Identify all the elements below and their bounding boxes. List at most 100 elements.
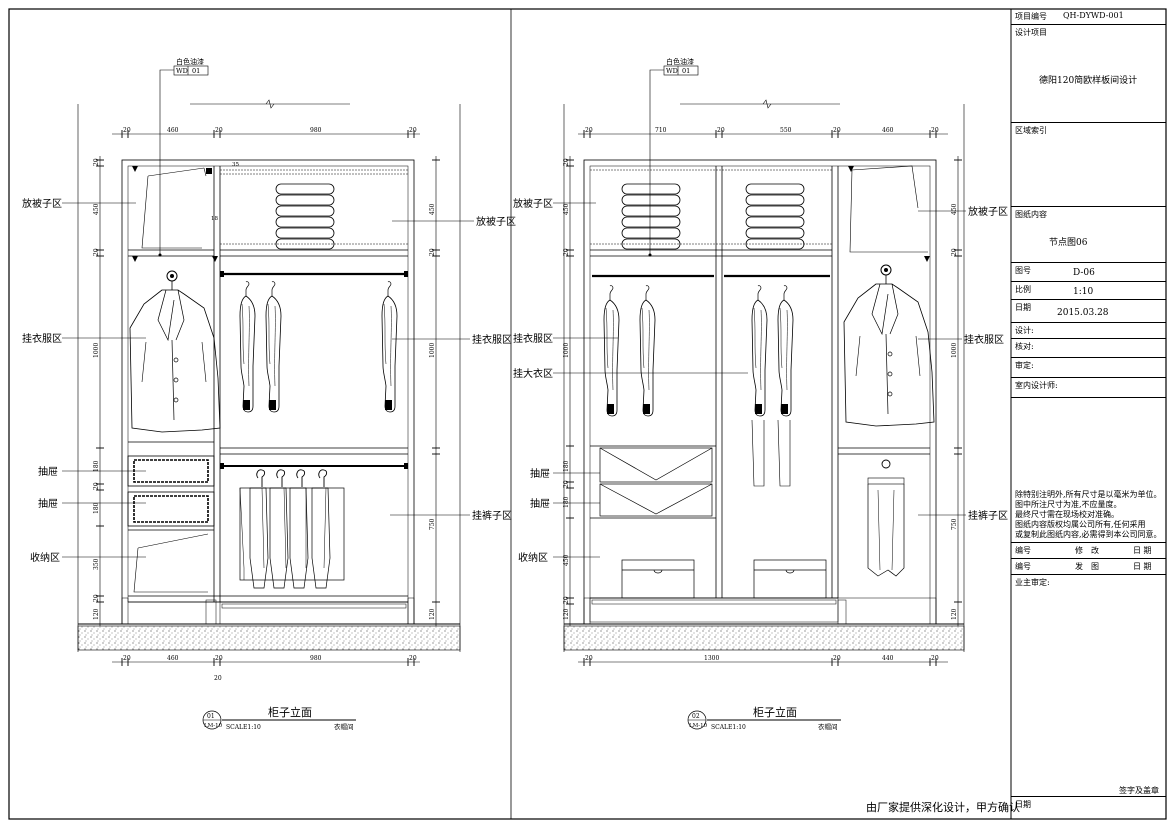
- dim-left: 20: [563, 480, 570, 488]
- zone-label: 挂衣服区: [472, 333, 512, 346]
- designer-label: 室内设计师:: [1015, 381, 1058, 390]
- design-project-row: 设计项目 德阳120简欧样板间设计: [1011, 25, 1166, 123]
- dim-top: 460: [882, 127, 894, 134]
- dim-right: 450: [429, 203, 436, 215]
- shirt-icon: [381, 281, 398, 413]
- material-no: 01: [682, 67, 690, 75]
- dim-left: 120: [563, 608, 570, 620]
- dim-right: 750: [951, 518, 958, 530]
- bottom-note: 由厂家提供深化设计，甲方确认: [866, 801, 1020, 814]
- dim-left: 350: [93, 558, 100, 570]
- date-label: 日期: [1015, 303, 1031, 312]
- dim-top: 980: [310, 127, 322, 134]
- dim-left: 20: [93, 594, 100, 602]
- zone-label: 挂大衣区: [513, 367, 553, 380]
- caption-ref: LM-10: [204, 723, 223, 729]
- sign-label: 签字及盖章: [1119, 786, 1159, 795]
- folded-bedding-stack: [275, 183, 335, 250]
- drawing-no-row: 图号 D-06: [1011, 263, 1166, 282]
- sign-date-label: 日期: [1015, 800, 1031, 809]
- caption-no: 02: [692, 713, 700, 720]
- drawing-content-row: 图纸内容 节点图06: [1011, 207, 1166, 263]
- material-no: 01: [192, 67, 200, 75]
- caption-room: 衣帽间: [334, 722, 354, 731]
- dim-bottom: 1300: [704, 655, 719, 662]
- material-code: WD: [176, 67, 188, 75]
- sheet-border: [8, 8, 1167, 820]
- rev-label: 修 改: [1075, 546, 1099, 555]
- designer-row: 室内设计师:: [1011, 378, 1166, 398]
- drawing-no-value: D-06: [1073, 268, 1095, 278]
- caption-title: 柜子立面: [753, 705, 797, 719]
- dim-left: 20: [563, 596, 570, 604]
- design-project-value: 德阳120简欧样板间设计: [1039, 76, 1138, 86]
- dim-right: 1000: [951, 343, 958, 358]
- zone-label: 挂衣服区: [22, 332, 62, 345]
- note-line: 图中所注尺寸为准,不应量度。: [1015, 500, 1122, 509]
- scale-value: 1:10: [1073, 287, 1094, 297]
- zone-label: 抽屉: [38, 465, 58, 478]
- folded-bedding-stack: [745, 183, 805, 250]
- caption-scale: SCALE1:10: [711, 724, 746, 731]
- sign-date-row: 日期: [1011, 797, 1166, 819]
- drawer-2: [127, 491, 215, 527]
- dim-bottom-extra: 20: [214, 675, 222, 682]
- floor: [77, 597, 461, 651]
- caption-no: 01: [207, 713, 215, 720]
- note-line: 图纸内容版权均属公司所有,任何采用: [1015, 520, 1146, 529]
- check-row: 核对:: [1011, 339, 1166, 358]
- dim-left: 20: [93, 158, 100, 166]
- drawer-envelope-1: [599, 447, 713, 483]
- dim-right: 120: [951, 608, 958, 620]
- owner-row: 业主审定: 签字及盖章: [1011, 575, 1166, 797]
- scale-row: 比例 1:10: [1011, 282, 1166, 300]
- dim-right: 20: [429, 248, 436, 256]
- dim-bottom: 20: [931, 655, 939, 662]
- title-block: 项目编号 QH-DYWD-001 设计项目 德阳120简欧样板间设计 区域索引 …: [1011, 9, 1166, 819]
- dim-left: 450: [93, 203, 100, 215]
- long-coat-icon: [751, 285, 794, 487]
- zone-label: 收纳区: [518, 551, 548, 564]
- dim-bottom: 980: [310, 655, 322, 662]
- zone-label: 抽屉: [530, 467, 550, 480]
- storage-box: [753, 559, 827, 599]
- general-notes: 除特别注明外,所有尺寸是以毫米为单位。 图中所注尺寸为准,不应量度。 最终尺寸需…: [1015, 490, 1162, 540]
- zone-label: 放被子区: [476, 215, 516, 228]
- note-line: 或复制此图纸内容,必需得到本公司同意。: [1015, 530, 1162, 539]
- approve-row: 审定:: [1011, 358, 1166, 378]
- dim-left: 180: [93, 502, 100, 514]
- dim-left: 180: [563, 460, 570, 472]
- project-no-label: 项目编号: [1015, 12, 1047, 21]
- date-value: 2015.03.28: [1057, 308, 1109, 318]
- dim-bottom: 20: [123, 655, 131, 662]
- dim-top: 20: [931, 127, 939, 134]
- dim-bottom: 20: [409, 655, 417, 662]
- dim-left: 450: [563, 203, 570, 215]
- dim-left: 180: [93, 460, 100, 472]
- zone-label: 挂衣服区: [964, 333, 1004, 346]
- dim-top: 20: [585, 127, 593, 134]
- dim-left: 20: [93, 248, 100, 256]
- dim-bottom: 440: [882, 655, 894, 662]
- zone-label: 放被子区: [513, 197, 553, 210]
- dim-bottom: 20: [585, 655, 593, 662]
- drawing-no-label: 图号: [1015, 266, 1031, 275]
- dim-top: 460: [167, 127, 179, 134]
- dim-bottom: 460: [167, 655, 179, 662]
- design-label: 设计:: [1015, 326, 1034, 335]
- dim-right: 750: [429, 518, 436, 530]
- issue-label: 发 图: [1075, 562, 1099, 571]
- caption-scale: SCALE1:10: [226, 724, 261, 731]
- dim-left: 20: [563, 158, 570, 166]
- shirt-icon: [239, 281, 256, 413]
- dim-bottom: 20: [833, 655, 841, 662]
- dim-left: 180: [563, 496, 570, 508]
- dim-top: 20: [717, 127, 725, 134]
- dim-inner: 18: [211, 216, 218, 222]
- note-line: 最终尺寸需在现场校对准确。: [1015, 510, 1119, 519]
- zone-label: 收纳区: [30, 551, 60, 564]
- zone-label: 抽屉: [530, 497, 550, 510]
- dim-top: 20: [833, 127, 841, 134]
